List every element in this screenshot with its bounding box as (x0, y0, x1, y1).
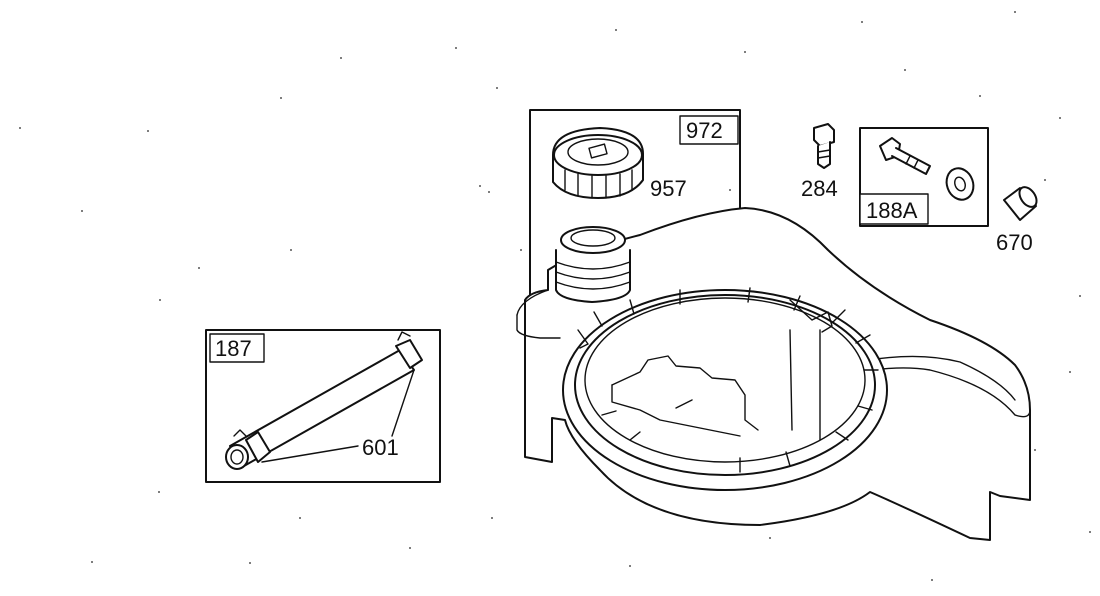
fuel-cap (552, 127, 645, 199)
fuel-line-kit-box: 187 (205, 329, 441, 483)
screw-washer-kit-box: 188A (859, 127, 989, 227)
label-670: 670 (996, 230, 1033, 255)
screw-284 (813, 123, 835, 169)
fuel-tank-kit-box: 972 (529, 109, 741, 296)
scan-speckles (19, 11, 1091, 581)
label-972: 972 (686, 118, 723, 143)
label-187: 187 (215, 336, 252, 361)
bushing-670 (1003, 186, 1038, 221)
label-284: 284 (801, 176, 838, 201)
label-957: 957 (650, 176, 687, 201)
label-601: 601 (362, 435, 399, 460)
label-188a: 188A (866, 198, 918, 223)
fuel-tank (516, 207, 1031, 541)
